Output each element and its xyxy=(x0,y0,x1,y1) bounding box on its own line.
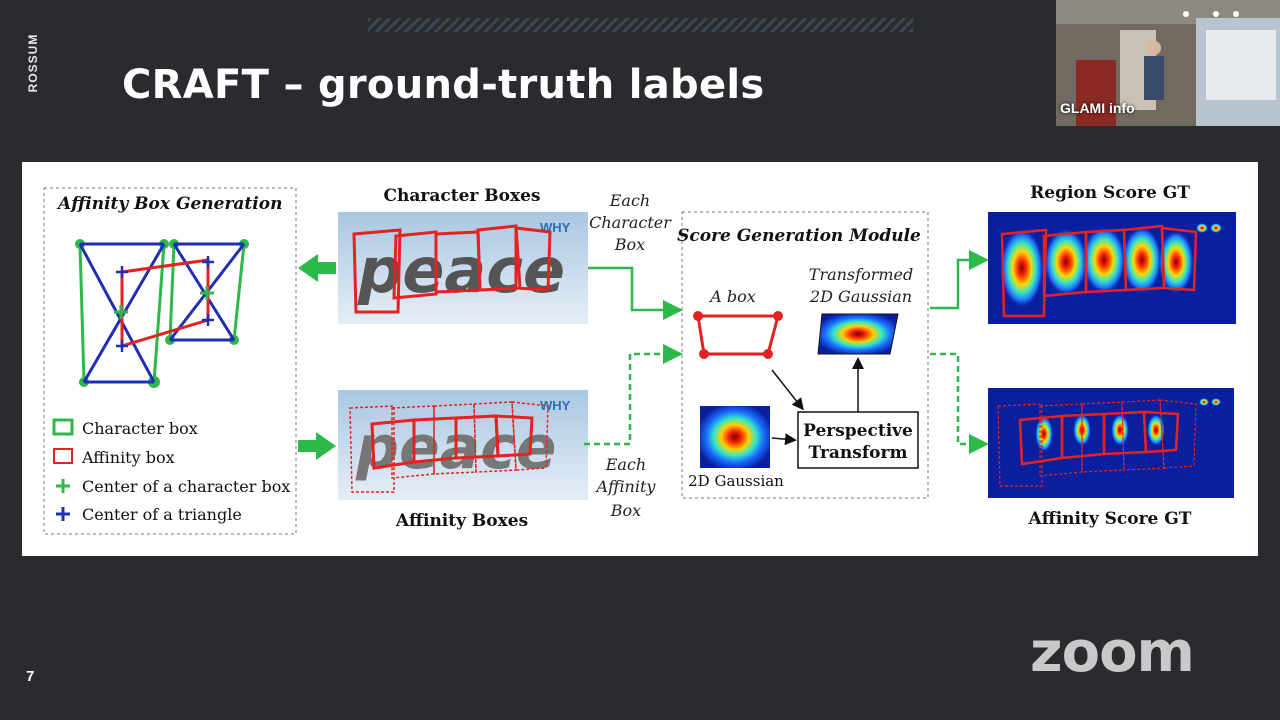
affinity-score-heatmap xyxy=(988,388,1234,498)
arrow-right-icon xyxy=(298,432,336,460)
character-boxes-image: peace WHY xyxy=(338,212,588,324)
slide-page-number: 7 xyxy=(26,668,35,685)
affinity-dashed-boxes xyxy=(349,401,549,493)
craft-diagram: Affinity Box Generation xyxy=(43,183,1236,535)
a-box-label: A box xyxy=(708,287,756,306)
perspective-line1: Perspective xyxy=(803,421,913,441)
affinity-box-outlines xyxy=(370,414,534,470)
perspective-line2: Transform xyxy=(809,443,908,463)
slide-title: CRAFT – ground-truth labels xyxy=(122,62,765,108)
transformed-line2: 2D Gaussian xyxy=(809,287,912,306)
perspective-transform-box xyxy=(797,411,919,469)
affinity-score-title: Affinity Score GT xyxy=(1028,509,1192,529)
each-aff-line3: Box xyxy=(610,501,641,520)
participant-video-frame xyxy=(1056,0,1280,126)
affinity-box-generation-panel: Affinity Box Generation xyxy=(43,187,297,535)
score-generation-module: Score Generation Module A box Transforme… xyxy=(677,211,929,499)
a-box-shape xyxy=(696,314,780,356)
affinity-box-sample xyxy=(120,258,210,349)
slide-header-decoration xyxy=(368,18,913,32)
word-peace: peace xyxy=(357,234,565,307)
center-markers xyxy=(114,286,214,319)
watermark-text-2: WHY xyxy=(540,398,571,413)
participant-name: GLAMI info xyxy=(1060,100,1135,116)
each-char-line3: Box xyxy=(614,235,645,254)
gaussian-to-transform-arrow xyxy=(771,433,797,446)
each-char-line1: Each xyxy=(609,191,650,210)
participant-video[interactable] xyxy=(1056,0,1280,126)
craft-figure: Affinity Box Generation xyxy=(22,162,1258,556)
each-affinity-box-label: Each Affinity Box xyxy=(595,455,657,520)
legend-triangle-center-icon xyxy=(56,507,70,521)
character-boxes-title: Character Boxes xyxy=(383,186,540,206)
affinity-boxes-title: Affinity Boxes xyxy=(395,511,528,531)
affinity-score-flow-arrow xyxy=(930,352,989,454)
character-box-outlines xyxy=(352,224,552,314)
panel-arrows xyxy=(298,254,336,460)
legend-character-box: Character box xyxy=(82,419,198,438)
affinity-boxes-image: peace WHY xyxy=(338,390,588,500)
box-to-transform-arrow xyxy=(771,369,804,411)
transformed-line1: Transformed xyxy=(809,265,913,284)
arrow-left-icon xyxy=(298,254,336,282)
gaussian-2d-image xyxy=(700,406,770,468)
legend-character-box-icon xyxy=(52,418,74,436)
each-character-box-label: Each Character Box xyxy=(589,191,672,254)
brand-text: ROSSUM xyxy=(26,33,40,93)
zoom-logo: zoom xyxy=(1030,620,1195,685)
brand-logo: ROSSUM xyxy=(22,34,44,98)
legend-center-triangle: Center of a triangle xyxy=(82,505,242,524)
a-box-corners xyxy=(693,311,783,359)
each-aff-line2: Affinity xyxy=(595,477,657,496)
char-box-flow-arrow xyxy=(588,266,683,320)
transformed-gaussian-image xyxy=(817,313,899,355)
region-flow-arrow xyxy=(930,250,989,310)
each-char-line2: Character xyxy=(589,213,672,232)
gaussian-2d-label: 2D Gaussian xyxy=(688,472,784,490)
legend-center-char-box: Center of a character box xyxy=(82,477,290,496)
triangle-center-markers xyxy=(116,256,214,352)
module-title: Score Generation Module xyxy=(677,226,921,246)
region-score-title: Region Score GT xyxy=(1030,183,1190,203)
affinity-panel-title: Affinity Box Generation xyxy=(56,194,282,214)
legend: Character box Affinity box Center of a c… xyxy=(52,418,290,524)
each-aff-line1: Each xyxy=(605,455,646,474)
legend-char-center-icon xyxy=(56,479,70,493)
region-score-heatmap xyxy=(988,212,1236,324)
legend-affinity-box: Affinity box xyxy=(81,448,175,467)
legend-affinity-box-icon xyxy=(53,448,73,464)
affinity-box-flow-arrow xyxy=(584,344,683,446)
